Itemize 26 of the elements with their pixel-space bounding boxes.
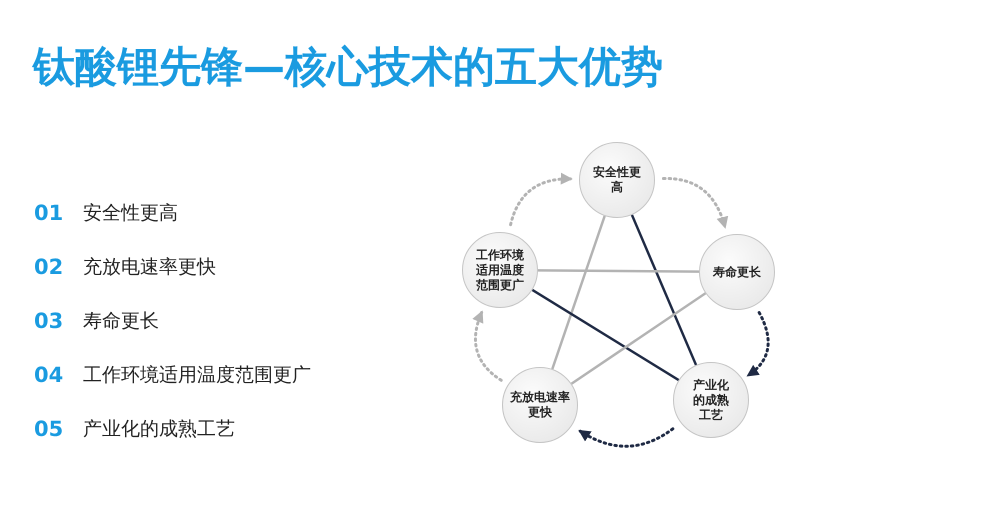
connector-line [538,269,700,273]
connector-line [532,288,680,382]
dotted-arrow [746,311,770,377]
list-number: 02 [34,257,64,278]
connector-line [630,214,698,366]
list-item: 产业化的成熟工艺 [83,420,235,439]
dotted-arrow [509,173,573,226]
dotted-arrow [578,427,674,448]
circle-node: 寿命更长 [699,234,775,310]
list-item: 充放电速率更快 [83,258,216,277]
circle-node: 工作环境适用温度范围更广 [462,232,538,308]
list-item: 安全性更高 [83,204,178,223]
list-item: 工作环境适用温度范围更广 [83,366,311,385]
list-number: 03 [34,311,64,332]
connector-line [570,292,706,385]
list-number: 04 [34,365,64,386]
dotted-arrow [472,310,503,382]
circle-node: 安全性更高 [579,142,655,218]
circle-node: 产业化的成熟工艺 [673,362,749,438]
circle-node: 充放电速率更快 [502,367,578,443]
connector-line [551,216,606,370]
list-item: 寿命更长 [83,312,159,331]
dotted-arrow [662,177,728,229]
list-number: 01 [34,203,64,224]
title: 钛酸锂先锋—核心技术的五大优势 [33,44,663,90]
list-number: 05 [34,419,64,440]
